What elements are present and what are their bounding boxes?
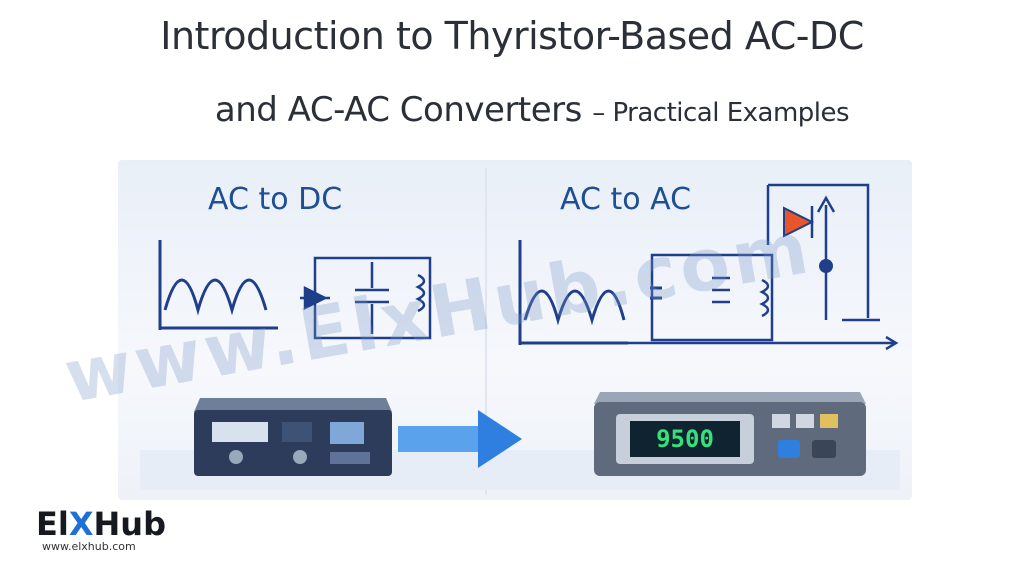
section-title-ac-to-ac: AC to AC [560,182,692,217]
device-button-2 [796,414,814,428]
logo-suffix: Hub [93,505,166,543]
display-reading: 9500 [656,425,714,453]
logo-wordmark: ElXHub [36,508,166,540]
logo-x: X [68,505,94,543]
conversion-arrow [398,410,522,468]
device-knob-2 [293,450,307,464]
logo-url: www.elxhub.com [42,540,136,553]
circuit-loop-right [650,253,774,342]
display-screen [630,421,740,457]
elxhub-logo: ElXHub www.elxhub.com [36,508,166,553]
title-line-2-main: and AC-AC Converters [214,90,582,130]
ac-wave [523,289,626,326]
inductor-coil-right [759,278,770,318]
junction-dot [819,259,833,273]
inductor-coil [415,273,426,313]
arrow-head [478,410,522,468]
rectified-wave [163,278,268,316]
device-knob-1 [229,450,243,464]
device-button-1 [772,414,790,428]
device-slot-left [330,452,370,464]
device-top-right [594,392,866,404]
ac-ac-circuit [520,183,899,351]
ac-dc-device [194,398,392,476]
output-arrowhead [816,195,836,213]
ac-dc-circuit [300,256,432,340]
section-title-ac-to-dc: AC to DC [208,182,343,217]
title-line-2: and AC-AC Converters – Practical Example… [0,90,1024,130]
device-panel-left [282,422,312,442]
device-screen-left [212,422,268,442]
baseline-arrowhead [885,335,899,351]
transformer-lines [712,276,730,304]
device-button-blue [778,440,800,458]
device-top-left [194,398,392,412]
ac-ac-device [594,392,866,476]
ac-dc-waveform [158,240,278,330]
logo-prefix: El [36,505,69,543]
arrow-shaft [398,426,480,452]
device-button-3 [820,414,838,428]
device-readout-left [330,422,364,444]
feedback-wire [768,183,870,318]
thyristor-orange-symbol [783,206,815,238]
device-button-dark [812,440,836,458]
title-line-2-sub: – Practical Examples [592,98,850,128]
title-line-1: Introduction to Thyristor-Based AC-DC [160,14,864,58]
